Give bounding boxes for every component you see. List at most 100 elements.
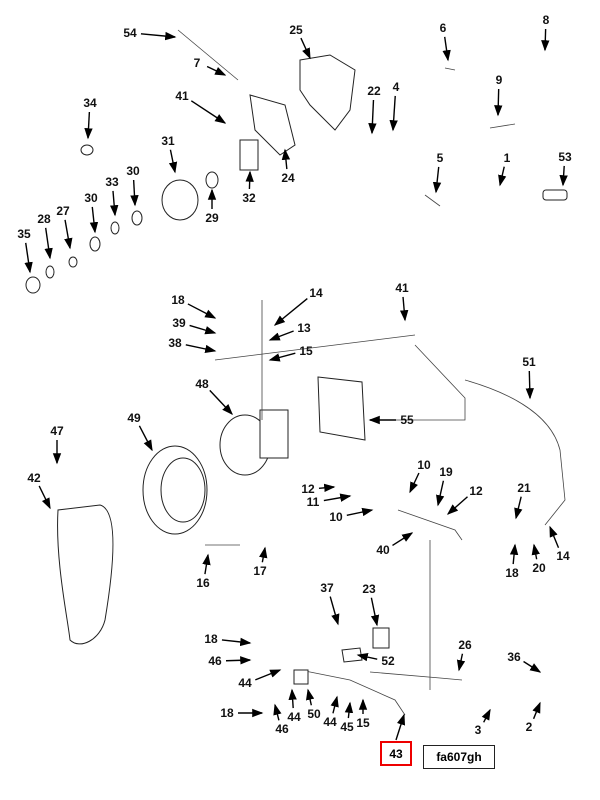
- callout-arrow: [392, 532, 414, 547]
- callout-arrow: [389, 95, 398, 132]
- callout-arrow: [187, 303, 217, 319]
- callout-arrow: [130, 179, 139, 207]
- callout-label[interactable]: 44: [323, 715, 337, 729]
- callout-arrow: [268, 330, 294, 341]
- callout-arrow: [329, 596, 340, 626]
- callout-arrow: [409, 472, 420, 494]
- callout-label[interactable]: 44: [287, 710, 301, 724]
- callout-arrow: [498, 166, 507, 187]
- callout-label[interactable]: 50: [307, 707, 321, 721]
- callout-label[interactable]: 49: [127, 411, 141, 425]
- callout-label[interactable]: 35: [17, 227, 31, 241]
- callout-label[interactable]: 44: [238, 676, 252, 690]
- callout-label[interactable]: 7: [193, 56, 201, 70]
- callout-label[interactable]: 14: [309, 286, 323, 300]
- callout-label[interactable]: 21: [517, 481, 531, 495]
- callout-label[interactable]: 9: [495, 73, 503, 87]
- callout-label[interactable]: 17: [253, 564, 267, 578]
- callout-label[interactable]: 18: [505, 566, 519, 580]
- callout-label[interactable]: 25: [289, 23, 303, 37]
- callout-label[interactable]: 20: [532, 561, 546, 575]
- callout-label[interactable]: 41: [395, 281, 409, 295]
- callout-label[interactable]: 19: [439, 465, 453, 479]
- callout-label[interactable]: 51: [522, 355, 536, 369]
- callout-label[interactable]: 46: [208, 654, 222, 668]
- callout-label[interactable]: 16: [196, 576, 210, 590]
- pulley-31: [161, 179, 199, 221]
- callout-label[interactable]: 24: [281, 171, 295, 185]
- callout-label[interactable]: 42: [27, 471, 41, 485]
- callout-label[interactable]: 13: [297, 321, 311, 335]
- upper-assembly: [25, 29, 568, 294]
- callout-label[interactable]: 23: [362, 582, 376, 596]
- callout-label[interactable]: 22: [367, 84, 381, 98]
- callout-label[interactable]: 38: [168, 336, 182, 350]
- callout-arrow: [273, 297, 308, 326]
- callout-label[interactable]: 15: [299, 344, 313, 358]
- bracket-25: [299, 54, 356, 131]
- callout-label[interactable]: 33: [105, 175, 119, 189]
- callout-label[interactable]: 30: [126, 164, 140, 178]
- callout-label[interactable]: 26: [458, 638, 472, 652]
- callout-arrow: [288, 688, 297, 709]
- callout-arrow: [300, 37, 311, 60]
- callout-label[interactable]: 11: [306, 495, 320, 509]
- callout-label[interactable]: 36: [507, 650, 521, 664]
- callout-arrow: [456, 653, 466, 672]
- callout-label[interactable]: 34: [83, 96, 97, 110]
- callout-arrow: [541, 28, 550, 52]
- callout-label[interactable]: 55: [400, 413, 414, 427]
- highlighted-callout-43[interactable]: 43: [380, 741, 412, 766]
- callout-arrow: [185, 344, 217, 354]
- callout-label[interactable]: 53: [558, 150, 572, 164]
- callout-label[interactable]: 37: [320, 581, 334, 595]
- callout-arrow: [494, 88, 503, 117]
- callout-arrow: [481, 708, 491, 723]
- callout-label[interactable]: 32: [242, 191, 256, 205]
- callout-label[interactable]: 15: [356, 716, 370, 730]
- callout-label[interactable]: 52: [381, 654, 395, 668]
- callout-label[interactable]: 18: [171, 293, 185, 307]
- callout-label[interactable]: 18: [204, 632, 218, 646]
- callout-arrow: [531, 543, 540, 560]
- callout-arrow: [138, 425, 153, 452]
- callout-arrow: [84, 111, 93, 140]
- callout-arrow: [330, 695, 339, 714]
- callout-label[interactable]: 8: [542, 13, 550, 27]
- callout-label[interactable]: 41: [175, 89, 189, 103]
- callout-label[interactable]: 47: [50, 424, 64, 438]
- callout-arrow: [399, 296, 409, 322]
- callout-label[interactable]: 54: [123, 26, 137, 40]
- callout-label[interactable]: 28: [37, 212, 51, 226]
- callout-label[interactable]: 12: [469, 484, 483, 498]
- callout-label[interactable]: 48: [195, 377, 209, 391]
- callout-label[interactable]: 40: [376, 543, 390, 557]
- callout-arrow: [344, 701, 354, 719]
- callout-arrow: [206, 65, 227, 76]
- callout-label[interactable]: 1: [503, 151, 511, 165]
- callout-label[interactable]: 30: [84, 191, 98, 205]
- callout-label[interactable]: 18: [220, 706, 234, 720]
- callout-label[interactable]: 27: [56, 204, 70, 218]
- callout-label[interactable]: 29: [205, 211, 219, 225]
- callout-arrow: [225, 656, 252, 665]
- callout-arrow: [245, 170, 254, 190]
- callout-label[interactable]: 31: [161, 134, 175, 148]
- callout-arrow: [532, 701, 541, 720]
- callout-label[interactable]: 10: [417, 458, 431, 472]
- callout-label[interactable]: 45: [340, 720, 354, 734]
- callout-arrow: [370, 597, 380, 627]
- callout-label[interactable]: 2: [525, 720, 533, 734]
- callout-label[interactable]: 46: [275, 722, 289, 736]
- callout-label[interactable]: 3: [474, 723, 482, 737]
- callout-label[interactable]: 4: [392, 80, 400, 94]
- callout-label[interactable]: 6: [439, 21, 447, 35]
- callout-label[interactable]: 10: [329, 510, 343, 524]
- callout-label[interactable]: 12: [301, 482, 315, 496]
- callout-arrow: [432, 166, 442, 194]
- callout-label[interactable]: 39: [172, 316, 186, 330]
- callout-label[interactable]: 5: [436, 151, 444, 165]
- callout-arrow: [140, 31, 177, 41]
- callout-label[interactable]: 14: [556, 549, 570, 563]
